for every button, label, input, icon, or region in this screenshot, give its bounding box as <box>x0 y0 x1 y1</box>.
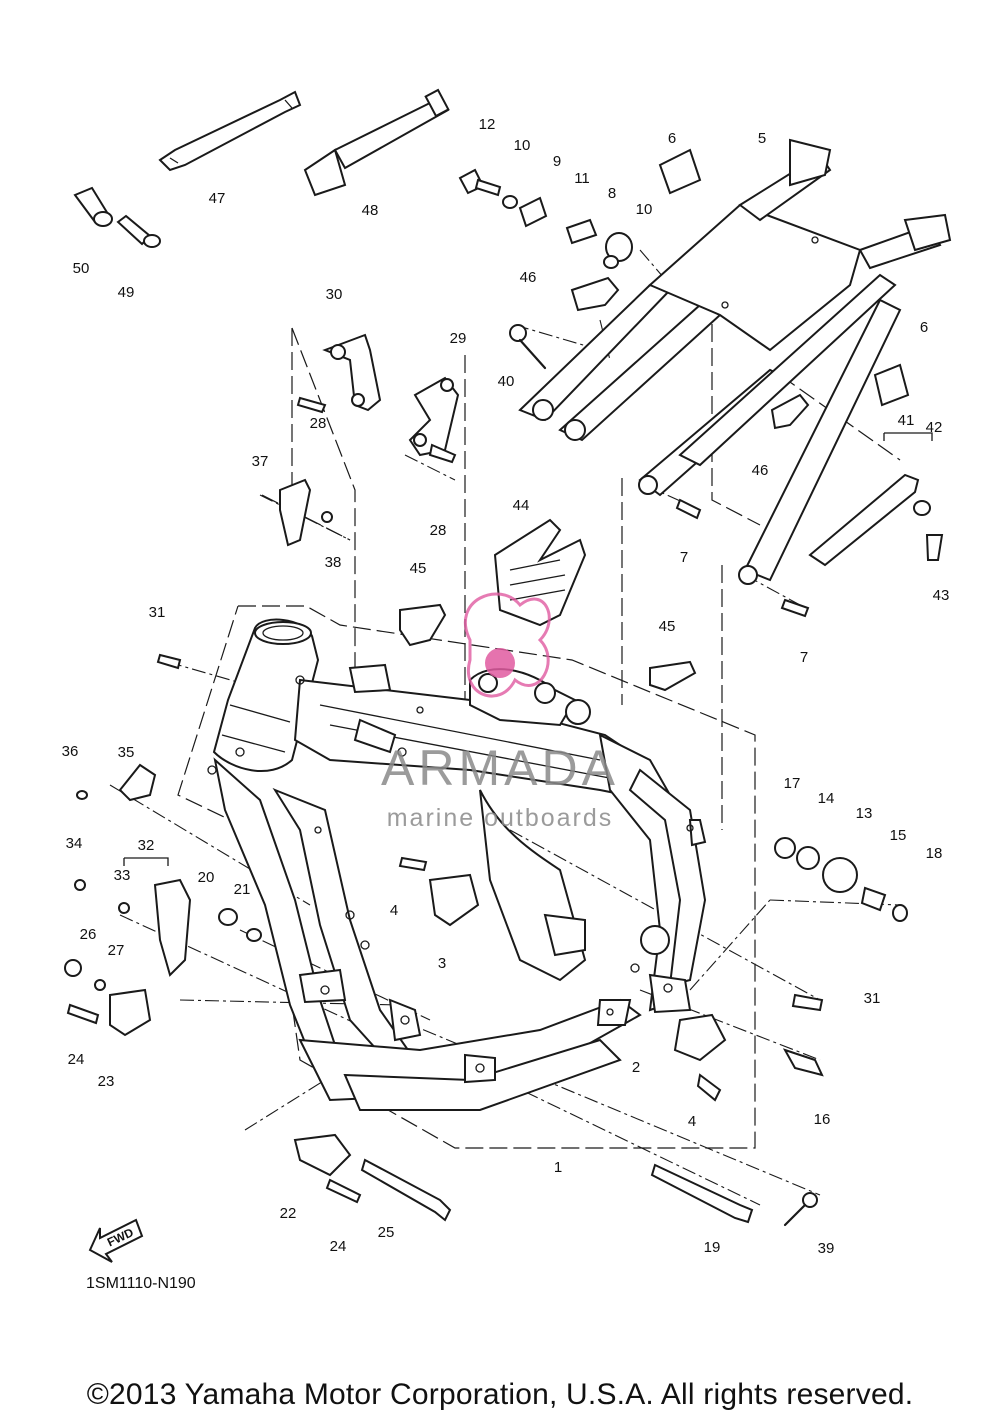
tool-wrench-47 <box>158 90 302 172</box>
callout-46: 46 <box>520 269 537 286</box>
callout-1: 1 <box>554 1159 562 1176</box>
group-bracket <box>883 432 933 441</box>
callout-46: 46 <box>752 462 769 479</box>
bolts-7 <box>675 498 810 618</box>
callout-6: 6 <box>668 130 676 147</box>
callout-32: 32 <box>138 837 155 854</box>
callout-35: 35 <box>118 744 135 761</box>
callout-6: 6 <box>920 319 928 336</box>
callout-42: 42 <box>926 419 943 436</box>
copyright-notice: ©2013 Yamaha Motor Corporation, U.S.A. A… <box>86 1378 914 1411</box>
callout-34: 34 <box>66 835 83 852</box>
callout-23: 23 <box>98 1073 115 1090</box>
callout-29: 29 <box>450 330 467 347</box>
fwd-arrow-icon: FWD <box>88 1218 144 1263</box>
callout-22: 22 <box>280 1205 297 1222</box>
bracket-30 <box>296 333 382 414</box>
callout-27: 27 <box>108 942 125 959</box>
decals <box>658 148 910 407</box>
watermark-tagline: marine outboards <box>387 804 614 832</box>
callout-9: 9 <box>553 153 561 170</box>
clip-37 <box>279 478 333 547</box>
callout-49: 49 <box>118 284 135 301</box>
callout-14: 14 <box>818 790 835 807</box>
callout-5: 5 <box>758 130 766 147</box>
callout-8: 8 <box>608 185 616 202</box>
callout-33: 33 <box>114 867 131 884</box>
subframe <box>518 138 952 585</box>
bracket-41 <box>808 473 944 567</box>
bolt-50 <box>73 186 113 227</box>
callout-3: 3 <box>438 955 446 972</box>
right-mount-hardware <box>156 653 908 1102</box>
bracket-29 <box>408 376 460 464</box>
watermark-brand: ARMADA <box>381 740 619 796</box>
callout-43: 43 <box>933 587 950 604</box>
callout-26: 26 <box>80 926 97 943</box>
callout-45: 45 <box>410 560 427 577</box>
callout-12: 12 <box>479 116 496 133</box>
pivot-bolt-stack <box>458 168 633 269</box>
callout-45: 45 <box>659 618 676 635</box>
watermark: ARMADA marine outboards <box>381 592 619 832</box>
callout-38: 38 <box>325 554 342 571</box>
callout-4: 4 <box>390 902 398 919</box>
callout-24: 24 <box>68 1051 85 1068</box>
callout-37: 37 <box>252 453 269 470</box>
callout-16: 16 <box>814 1111 831 1128</box>
callout-10: 10 <box>514 137 531 154</box>
main-frame <box>207 618 707 1111</box>
callout-13: 13 <box>856 805 873 822</box>
callout-2: 2 <box>632 1059 640 1076</box>
clip-40 <box>509 324 547 370</box>
callout-30: 30 <box>326 286 343 303</box>
callout-10: 10 <box>636 201 653 218</box>
callout-labels: 1234456677891010111213141516171819202122… <box>62 116 950 1257</box>
callout-28: 28 <box>310 415 327 432</box>
callout-21: 21 <box>234 881 251 898</box>
group-bracket <box>123 857 169 866</box>
callout-48: 48 <box>362 202 379 219</box>
callout-20: 20 <box>198 869 215 886</box>
part-code: 1SM1110-N190 <box>86 1275 196 1292</box>
tool-socket-48 <box>303 88 450 197</box>
callout-31: 31 <box>149 604 166 621</box>
left-mount-hardware <box>64 763 262 1037</box>
damper-45 <box>399 603 697 692</box>
callout-31: 31 <box>864 990 881 1007</box>
callout-44: 44 <box>513 497 530 514</box>
callout-47: 47 <box>209 190 226 207</box>
callout-50: 50 <box>73 260 90 277</box>
callout-4: 4 <box>688 1113 696 1130</box>
guard-44 <box>493 518 587 627</box>
bolt-49 <box>116 214 161 248</box>
callout-18: 18 <box>926 845 943 862</box>
callout-40: 40 <box>498 373 515 390</box>
callout-19: 19 <box>704 1239 721 1256</box>
callout-39: 39 <box>818 1240 835 1257</box>
callout-41: 41 <box>898 412 915 429</box>
damper-46 <box>570 276 810 430</box>
callout-36: 36 <box>62 743 79 760</box>
callout-24: 24 <box>330 1238 347 1255</box>
callout-28: 28 <box>430 522 447 539</box>
bottom-hardware <box>293 1133 818 1227</box>
callout-25: 25 <box>378 1224 395 1241</box>
callout-15: 15 <box>890 827 907 844</box>
callout-7: 7 <box>800 649 808 666</box>
callout-17: 17 <box>784 775 801 792</box>
callout-7: 7 <box>680 549 688 566</box>
callout-11: 11 <box>574 170 590 187</box>
